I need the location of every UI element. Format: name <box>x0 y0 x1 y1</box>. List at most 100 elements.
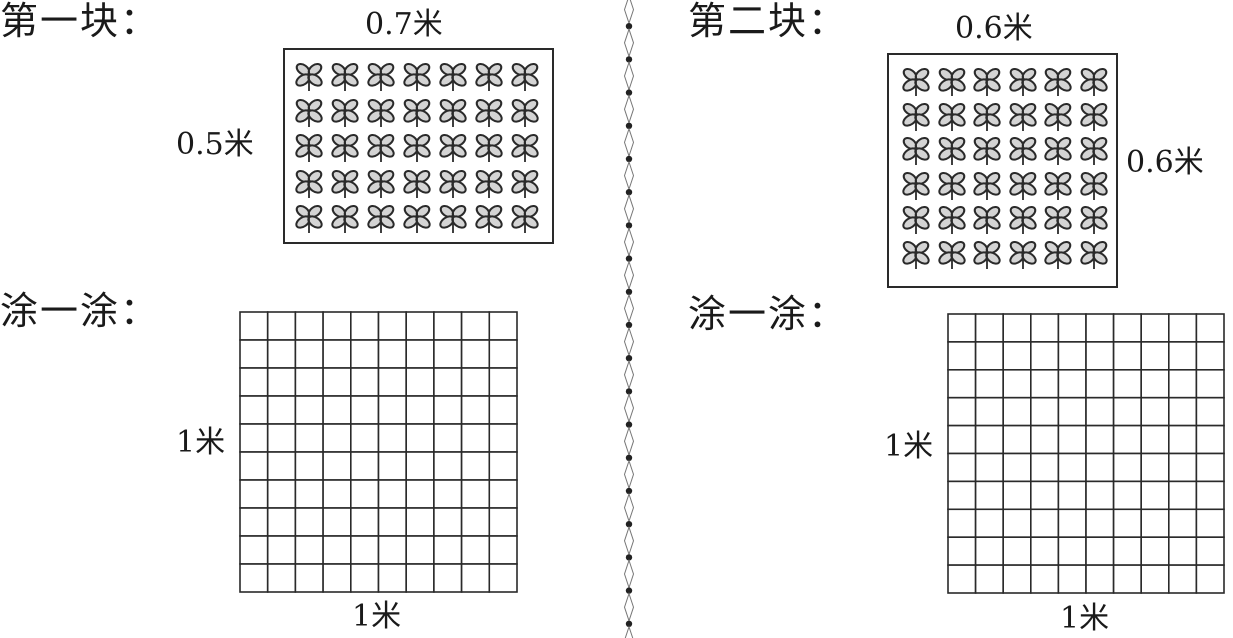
grid-cell[interactable] <box>377 395 408 425</box>
grid-cell[interactable] <box>322 535 352 565</box>
grid-cell[interactable] <box>1195 368 1225 399</box>
grid-cell[interactable] <box>1085 536 1115 566</box>
grid-cell[interactable] <box>377 423 408 453</box>
grid-cell[interactable] <box>1057 536 1087 566</box>
grid-cell[interactable] <box>405 339 435 369</box>
grid-cell[interactable] <box>405 479 435 509</box>
grid-cell[interactable] <box>1140 564 1170 594</box>
grid-cell[interactable] <box>1030 424 1060 455</box>
grid-cell[interactable] <box>266 367 297 397</box>
grid-cell[interactable] <box>239 507 269 537</box>
grid-cell[interactable] <box>239 563 269 593</box>
grid-cell[interactable] <box>1085 396 1115 427</box>
grid-cell[interactable] <box>974 480 1005 511</box>
grid-cell[interactable] <box>1002 536 1032 566</box>
grid-cell[interactable] <box>1057 508 1087 539</box>
grid-cell[interactable] <box>1057 424 1087 455</box>
grid-cell[interactable] <box>405 423 435 453</box>
grid-cell[interactable] <box>266 311 297 341</box>
grid-cell[interactable] <box>377 563 408 593</box>
grid-cell[interactable] <box>433 311 463 341</box>
grid-cell[interactable] <box>239 479 269 509</box>
grid-cell[interactable] <box>405 563 435 593</box>
grid-cell[interactable] <box>1030 396 1060 427</box>
grid-cell[interactable] <box>266 423 297 453</box>
grid-cell[interactable] <box>1112 508 1143 539</box>
grid-cell[interactable] <box>266 535 297 565</box>
grid-cell[interactable] <box>460 535 491 565</box>
grid-cell[interactable] <box>974 341 1005 371</box>
grid-cell[interactable] <box>239 311 269 341</box>
grid-cell[interactable] <box>405 367 435 397</box>
grid-cell[interactable] <box>1002 396 1032 427</box>
grid-cell[interactable] <box>947 424 977 455</box>
grid-cell[interactable] <box>322 507 352 537</box>
grid-cell[interactable] <box>1030 368 1060 399</box>
grid-cell[interactable] <box>239 451 269 481</box>
grid-cell[interactable] <box>1112 396 1143 427</box>
grid-cell[interactable] <box>974 536 1005 566</box>
grid-cell[interactable] <box>239 367 269 397</box>
grid-cell[interactable] <box>350 563 380 593</box>
grid-cell[interactable] <box>322 451 352 481</box>
grid-cell[interactable] <box>1140 396 1170 427</box>
grid-cell[interactable] <box>1112 480 1143 511</box>
grid-cell[interactable] <box>1195 424 1225 455</box>
grid-cell[interactable] <box>377 535 408 565</box>
grid-cell[interactable] <box>947 368 977 399</box>
grid-cell[interactable] <box>1195 536 1225 566</box>
grid-cell[interactable] <box>1168 368 1198 399</box>
grid-cell[interactable] <box>1195 313 1225 343</box>
grid-cell[interactable] <box>294 451 324 481</box>
grid-cell[interactable] <box>1002 424 1032 455</box>
right-hundred-grid[interactable] <box>947 313 1225 594</box>
grid-cell[interactable] <box>239 535 269 565</box>
grid-cell[interactable] <box>947 564 977 594</box>
grid-cell[interactable] <box>1030 564 1060 594</box>
grid-cell[interactable] <box>350 311 380 341</box>
grid-cell[interactable] <box>266 563 297 593</box>
grid-cell[interactable] <box>1085 564 1115 594</box>
grid-cell[interactable] <box>947 480 977 511</box>
grid-cell[interactable] <box>1030 452 1060 483</box>
grid-cell[interactable] <box>266 395 297 425</box>
grid-cell[interactable] <box>350 339 380 369</box>
grid-cell[interactable] <box>1057 368 1087 399</box>
grid-cell[interactable] <box>488 507 518 537</box>
grid-cell[interactable] <box>322 423 352 453</box>
grid-cell[interactable] <box>377 507 408 537</box>
grid-cell[interactable] <box>1002 564 1032 594</box>
grid-cell[interactable] <box>974 313 1005 343</box>
grid-cell[interactable] <box>974 368 1005 399</box>
grid-cell[interactable] <box>1140 424 1170 455</box>
grid-cell[interactable] <box>350 507 380 537</box>
grid-cell[interactable] <box>460 479 491 509</box>
grid-cell[interactable] <box>322 395 352 425</box>
grid-cell[interactable] <box>1057 480 1087 511</box>
grid-cell[interactable] <box>974 452 1005 483</box>
grid-cell[interactable] <box>974 508 1005 539</box>
grid-cell[interactable] <box>294 311 324 341</box>
grid-cell[interactable] <box>1030 480 1060 511</box>
grid-cell[interactable] <box>405 311 435 341</box>
grid-cell[interactable] <box>488 367 518 397</box>
grid-cell[interactable] <box>1057 452 1087 483</box>
grid-cell[interactable] <box>1168 508 1198 539</box>
grid-cell[interactable] <box>294 339 324 369</box>
grid-cell[interactable] <box>947 313 977 343</box>
grid-cell[interactable] <box>488 423 518 453</box>
grid-cell[interactable] <box>460 451 491 481</box>
grid-cell[interactable] <box>433 563 463 593</box>
grid-cell[interactable] <box>239 339 269 369</box>
grid-cell[interactable] <box>1057 313 1087 343</box>
grid-cell[interactable] <box>433 479 463 509</box>
grid-cell[interactable] <box>377 479 408 509</box>
grid-cell[interactable] <box>350 479 380 509</box>
grid-cell[interactable] <box>377 311 408 341</box>
grid-cell[interactable] <box>322 563 352 593</box>
grid-cell[interactable] <box>433 535 463 565</box>
grid-cell[interactable] <box>350 367 380 397</box>
grid-cell[interactable] <box>1168 480 1198 511</box>
grid-cell[interactable] <box>1140 313 1170 343</box>
grid-cell[interactable] <box>1112 452 1143 483</box>
